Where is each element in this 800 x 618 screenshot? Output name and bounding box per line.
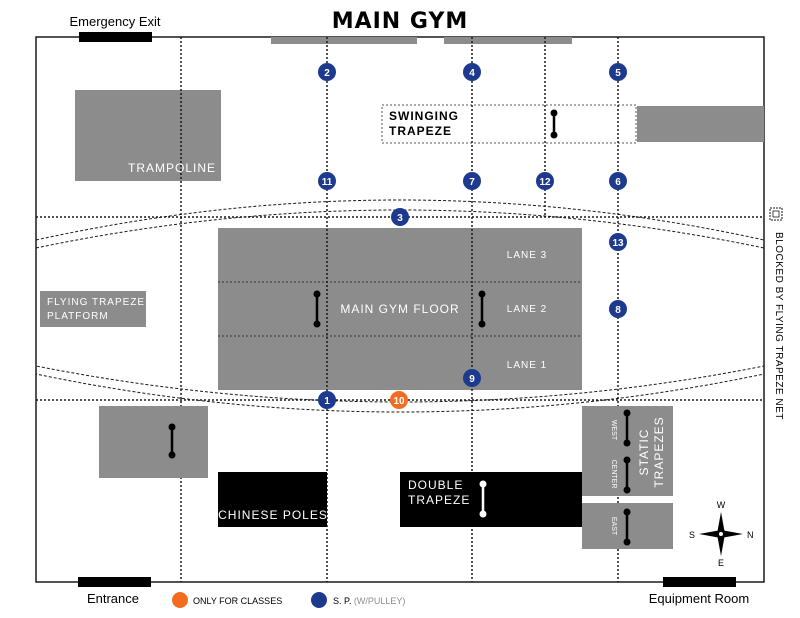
entrance-label: Entrance xyxy=(87,591,139,606)
blocked-note: BLOCKED BY FLYING TRAPEZE NET xyxy=(773,232,784,420)
main-gym-floor xyxy=(218,228,582,390)
legend-classes-label: ONLY FOR CLASSES xyxy=(193,596,282,606)
point-2[interactable]: 2 xyxy=(318,63,336,81)
trapeze-bar-lane2-right xyxy=(478,290,486,328)
trampoline-area xyxy=(75,90,221,181)
lane-2-label: LANE 2 xyxy=(507,304,547,315)
blocked-marker-outer xyxy=(769,207,783,221)
point-9[interactable]: 9 xyxy=(463,369,481,387)
svg-text:1: 1 xyxy=(324,396,330,407)
flying-platform-label-2: PLATFORM xyxy=(47,311,109,322)
top-wall-bar-right xyxy=(444,37,572,44)
gray-block-bottom-left xyxy=(99,406,208,478)
center-label: CENTER xyxy=(610,460,617,489)
compass-s: S xyxy=(689,530,695,540)
svg-text:12: 12 xyxy=(539,177,551,188)
west-label: WEST xyxy=(610,420,617,441)
compass-e: E xyxy=(718,558,724,568)
point-1[interactable]: 1 xyxy=(318,391,336,409)
compass-icon: W E S N xyxy=(689,500,754,568)
chinese-poles-area xyxy=(218,472,327,527)
map-title: MAIN GYM xyxy=(332,9,469,34)
svg-text:6: 6 xyxy=(615,177,621,188)
trapeze-bar-lane2-left xyxy=(313,290,321,328)
lane-1-label: LANE 1 xyxy=(507,360,547,371)
east-label: EAST xyxy=(610,517,617,536)
point-13[interactable]: 13 xyxy=(609,233,627,251)
swinging-trapeze-label-1: SWINGING xyxy=(389,109,459,123)
double-trapeze-area xyxy=(400,472,582,527)
svg-text:5: 5 xyxy=(615,68,621,79)
top-wall-bar-left xyxy=(271,37,417,44)
point-7[interactable]: 7 xyxy=(463,172,481,190)
chinese-poles-label: CHINESE POLES xyxy=(218,508,328,522)
emergency-exit-door xyxy=(79,32,152,42)
double-trapeze-label-1: DOUBLE xyxy=(408,478,463,492)
emergency-exit-label: Emergency Exit xyxy=(69,14,160,29)
right-wall-gray-block xyxy=(637,106,764,142)
legend-sp-label: S. P. (W/PULLEY) xyxy=(333,596,405,606)
trapeze-bar-static-east xyxy=(623,508,631,546)
entrance-door xyxy=(78,577,151,587)
svg-text:3: 3 xyxy=(397,213,403,224)
svg-text:7: 7 xyxy=(469,177,475,188)
svg-text:4: 4 xyxy=(469,68,475,79)
trapeze-bar-static-center xyxy=(623,456,631,494)
point-12[interactable]: 12 xyxy=(536,172,554,190)
point-8[interactable]: 8 xyxy=(609,300,627,318)
point-3[interactable]: 3 xyxy=(391,208,409,226)
point-10[interactable]: 10 xyxy=(390,391,408,409)
trapeze-bar-double xyxy=(479,480,487,518)
svg-text:9: 9 xyxy=(469,374,475,385)
point-11[interactable]: 11 xyxy=(318,172,336,190)
svg-text:8: 8 xyxy=(615,305,621,316)
trapeze-bar-static-west xyxy=(623,409,631,447)
point-5[interactable]: 5 xyxy=(609,63,627,81)
swinging-trapeze-label-2: TRAPEZE xyxy=(389,124,452,138)
svg-text:10: 10 xyxy=(393,396,405,407)
compass-w: W xyxy=(717,500,726,510)
svg-text:2: 2 xyxy=(324,68,330,79)
trampoline-label: TRAMPOLINE xyxy=(128,161,216,175)
static-trapezes-label-2: TRAPEZES xyxy=(652,416,666,487)
trapeze-bar-bottom-left xyxy=(168,423,176,459)
flying-trapeze-net-inner xyxy=(35,209,765,403)
compass-n: N xyxy=(747,530,754,540)
flying-platform-label-1: FLYING TRAPEZE xyxy=(47,297,145,308)
equipment-room-door xyxy=(663,577,736,587)
svg-text:13: 13 xyxy=(612,238,624,249)
flying-trapeze-platform xyxy=(40,291,146,327)
legend-classes-swatch xyxy=(172,592,188,608)
swinging-trapeze-area xyxy=(381,104,637,144)
equipment-room-label: Equipment Room xyxy=(649,591,749,606)
double-trapeze-label-2: TRAPEZE xyxy=(408,493,470,507)
blocked-marker-inner xyxy=(772,210,780,218)
trapeze-bar-swinging xyxy=(550,109,558,139)
lane-3-label: LANE 3 xyxy=(507,250,547,261)
legend-sp-swatch xyxy=(311,592,327,608)
static-trapezes-label-1: STATIC xyxy=(637,429,651,476)
svg-text:11: 11 xyxy=(322,177,333,188)
point-6[interactable]: 6 xyxy=(609,172,627,190)
point-4[interactable]: 4 xyxy=(463,63,481,81)
main-gym-floor-label: MAIN GYM FLOOR xyxy=(340,302,459,316)
